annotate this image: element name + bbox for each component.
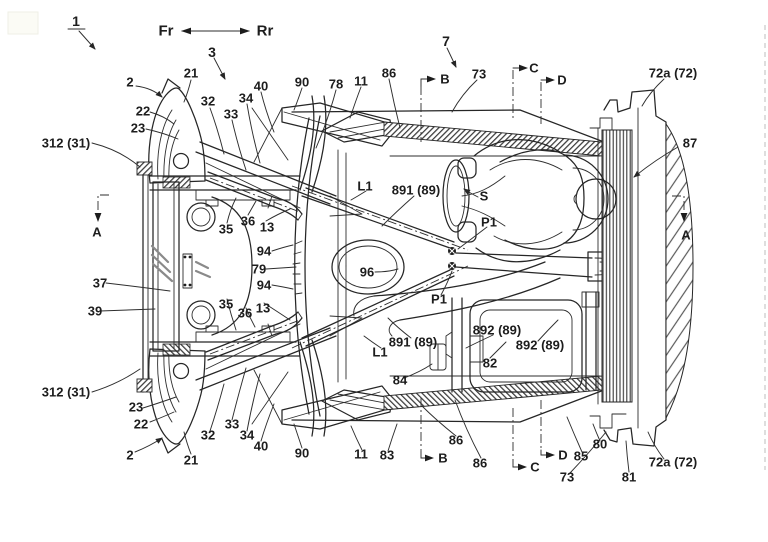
leader-lines: [91, 78, 665, 474]
